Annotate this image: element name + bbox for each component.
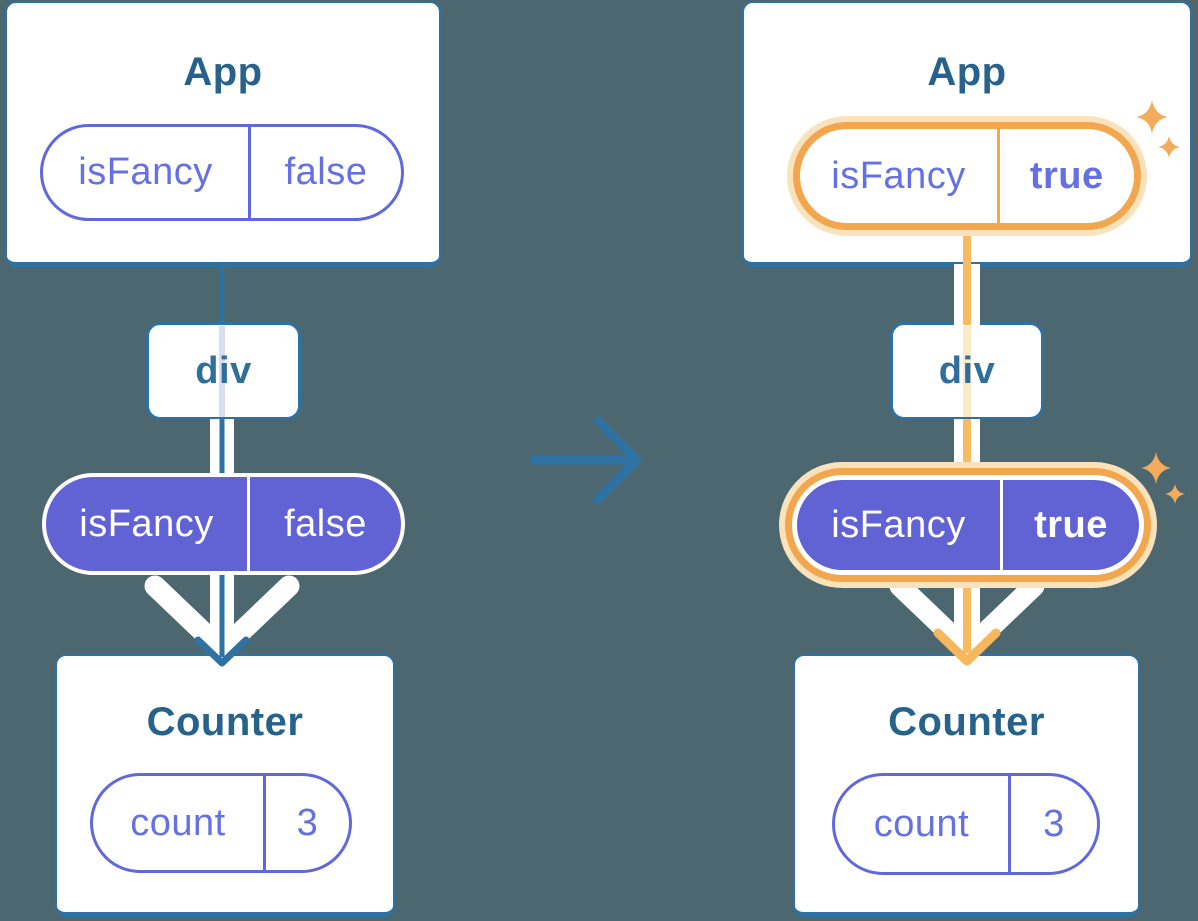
right-connectors [889, 224, 1045, 666]
prop-name: isFancy [831, 503, 966, 546]
left-counter-title: Counter [146, 700, 304, 744]
right-div-label: div [938, 349, 996, 392]
state-value: 3 [1043, 802, 1065, 845]
prop-value: false [284, 502, 367, 545]
left-big-chevron-arrow-icon [144, 575, 300, 661]
prop-value: true [1029, 154, 1104, 197]
left-app-prop-pill: isFancy false [40, 124, 404, 221]
left-counter-state-pill: count 3 [90, 773, 352, 873]
left-app-title: App [183, 50, 263, 94]
sparkle-icon [1165, 484, 1185, 504]
right-counter-state-pill: count 3 [832, 773, 1100, 875]
transition-arrow-icon [529, 416, 642, 504]
right-counter-title: Counter [888, 700, 1045, 744]
state-name: count [130, 801, 226, 844]
pill-divider [247, 477, 250, 571]
left-div-label: div [195, 349, 252, 392]
pill-divider [1000, 480, 1003, 570]
prop-name: isFancy [79, 502, 214, 545]
prop-name: isFancy [78, 151, 213, 193]
pill-divider [248, 127, 251, 218]
pill-divider [997, 129, 1000, 223]
prop-value: true [1034, 503, 1108, 546]
pill-divider [263, 776, 266, 870]
state-value: 3 [296, 801, 319, 844]
state-name: count [873, 802, 970, 845]
right-big-chevron-arrow-icon [889, 575, 1045, 661]
prop-value: false [284, 151, 368, 193]
left-passed-prop-pill: isFancy false [42, 473, 405, 575]
right-app-prop-pill: isFancy true [793, 122, 1141, 230]
pill-divider [1008, 776, 1011, 872]
right-app-title: App [927, 50, 1007, 94]
right-passed-prop-pill: isFancy true [792, 475, 1144, 575]
sparkle-icon [1141, 452, 1171, 484]
prop-name: isFancy [831, 154, 966, 197]
